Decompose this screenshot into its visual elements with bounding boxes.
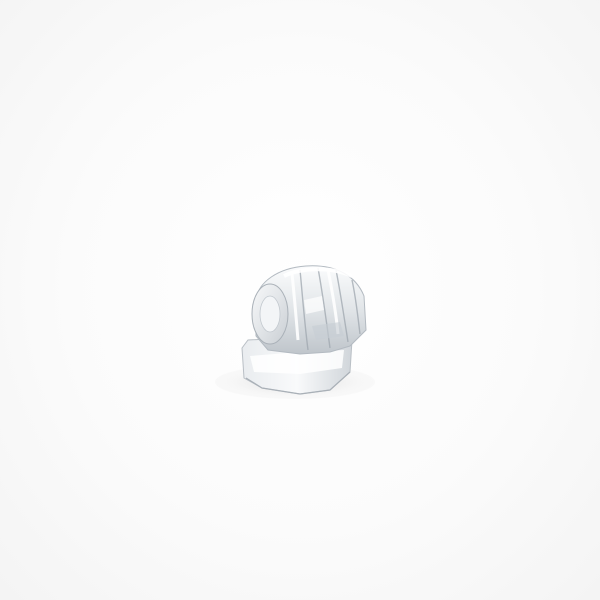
object-facets: [299, 267, 361, 351]
